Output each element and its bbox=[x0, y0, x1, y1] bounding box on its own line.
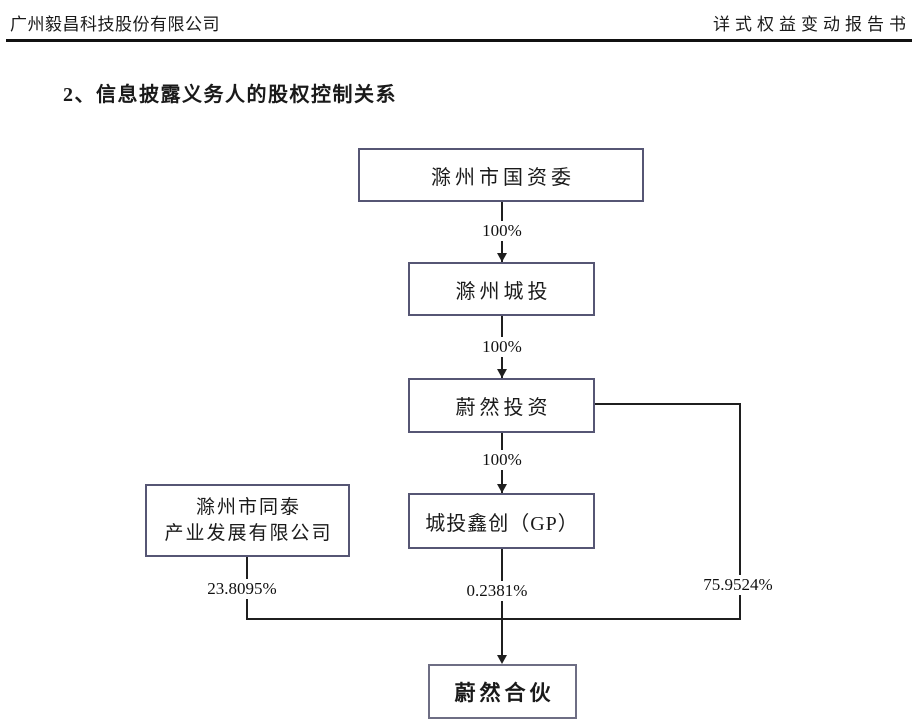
edge-label-xinchuang-pct: 0.2381% bbox=[447, 581, 547, 601]
node-label: 滁州城投 bbox=[455, 280, 552, 303]
edge-weirantouzi-right-branch-h bbox=[595, 403, 741, 405]
section-title: 2、信息披露义务人的股权控制关系 bbox=[63, 84, 397, 106]
edge-weirantouzi-right-branch-v bbox=[739, 403, 741, 620]
node-tongtai: 滁州市同泰 产业发展有限公司 bbox=[145, 484, 350, 557]
node-label: 城投鑫创（GP） bbox=[425, 512, 579, 535]
node-weiran-touzi: 蔚然投资 bbox=[408, 378, 595, 433]
node-label-line2: 产业发展有限公司 bbox=[164, 522, 333, 544]
header-report-title: 详式权益变动报告书 bbox=[713, 15, 911, 34]
arrowhead-to-xinchuang-icon bbox=[497, 484, 507, 493]
node-chuzhou-chengtou: 滁州城投 bbox=[408, 262, 595, 316]
edge-xinchuang-weiranhehuo-line bbox=[501, 549, 503, 655]
node-chengtou-xinchuang: 城投鑫创（GP） bbox=[408, 493, 595, 549]
node-label-line1: 滁州市同泰 bbox=[195, 496, 301, 518]
node-weiran-hehuo: 蔚然合伙 bbox=[428, 664, 577, 719]
header-rule-divider bbox=[6, 39, 912, 42]
node-label: 滁州市国资委 bbox=[431, 166, 575, 189]
arrowhead-to-weirantouzi-icon bbox=[497, 369, 507, 378]
node-label: 蔚然合伙 bbox=[454, 680, 555, 705]
edge-label-tongtai-pct: 23.8095% bbox=[192, 579, 292, 599]
node-chuzhou-guoziwei: 滁州市国资委 bbox=[358, 148, 644, 202]
edge-label-100-2: 100% bbox=[452, 337, 552, 357]
node-label: 蔚然投资 bbox=[455, 397, 552, 419]
header-company-name: 广州毅昌科技股份有限公司 bbox=[10, 15, 220, 34]
edge-label-100-1: 100% bbox=[452, 221, 552, 241]
arrowhead-to-weiranhehuo-icon bbox=[497, 655, 507, 664]
edge-merge-horizontal-line bbox=[246, 618, 741, 620]
edge-label-weirantouzi-pct: 75.9524% bbox=[688, 575, 788, 595]
arrowhead-to-chengtou-icon bbox=[497, 253, 507, 262]
edge-label-100-3: 100% bbox=[452, 450, 552, 470]
